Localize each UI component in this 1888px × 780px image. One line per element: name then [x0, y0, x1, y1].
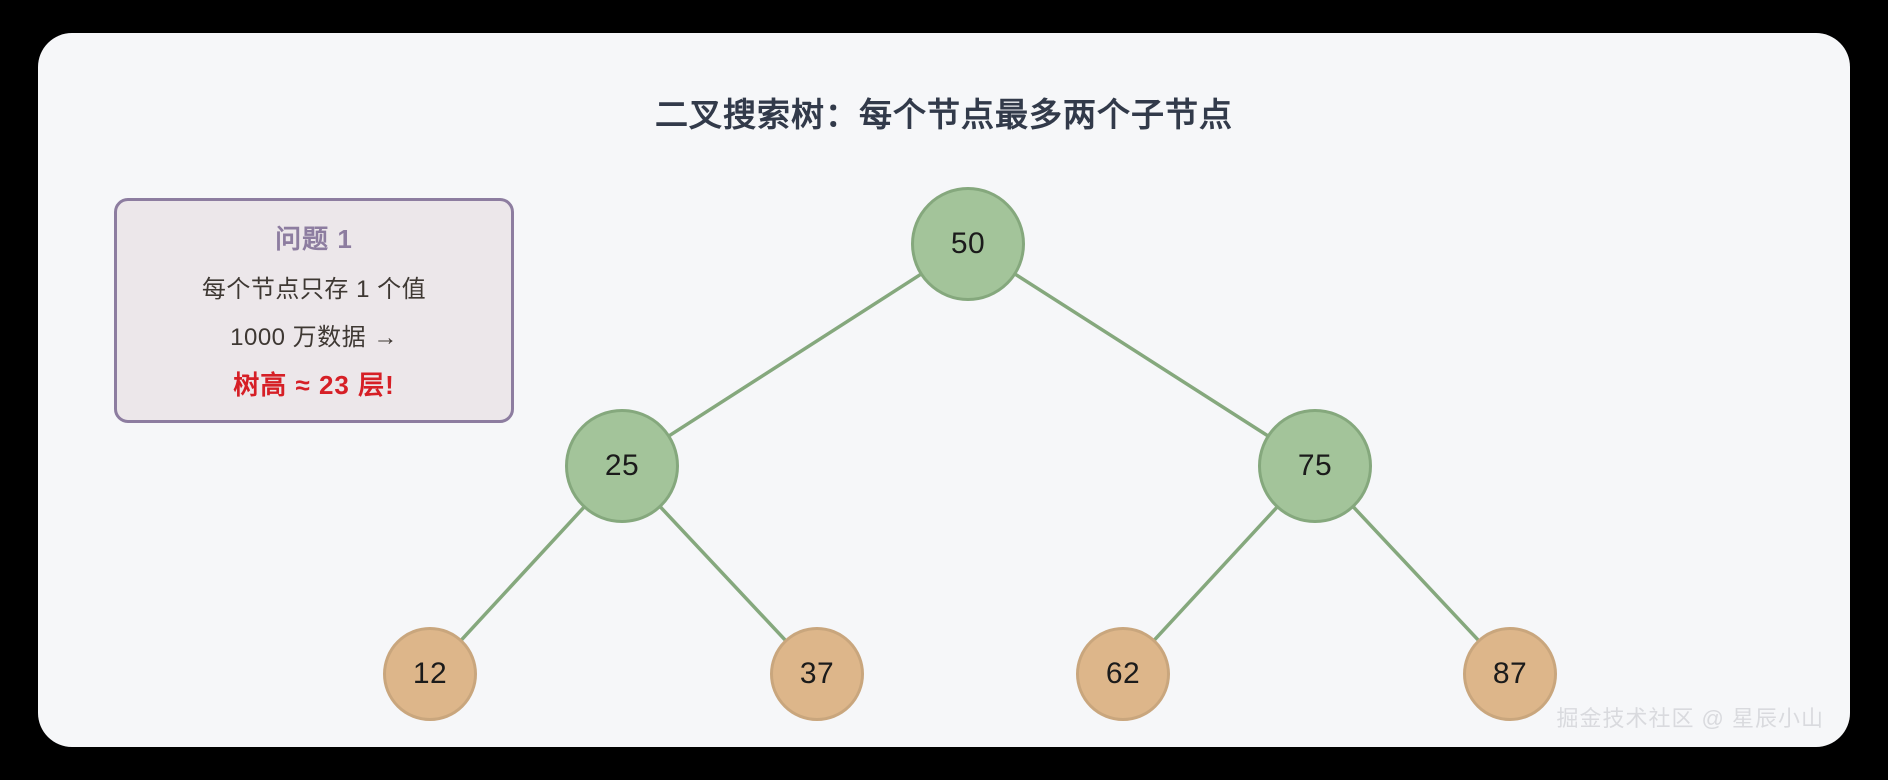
tree-node-87[interactable]: 87 [1463, 627, 1557, 721]
callout-line-2: 1000 万数据 → [230, 324, 398, 351]
tree-edge [657, 504, 788, 643]
tree-node-37[interactable]: 37 [770, 627, 864, 721]
tree-edge [1012, 271, 1271, 439]
tree-node-62[interactable]: 62 [1076, 627, 1170, 721]
tree-node-label: 75 [1297, 449, 1333, 482]
callout-title: 问题 1 [275, 224, 353, 254]
callout-line-1: 每个节点只存 1 个值 [201, 276, 427, 303]
watermark: 掘金技术社区 @ 星辰小山 [1556, 706, 1824, 731]
tree-node-label: 50 [950, 227, 986, 260]
callout-emphasis: 树高 ≈ 23 层! [233, 370, 395, 400]
tree-node-25[interactable]: 25 [565, 409, 679, 523]
tree-node-50[interactable]: 50 [911, 187, 1025, 301]
tree-edge [458, 504, 587, 643]
tree-node-12[interactable]: 12 [383, 627, 477, 721]
callout-box-problem-1: 问题 1 每个节点只存 1 个值 1000 万数据 → 树高 ≈ 23 层! [114, 198, 514, 423]
diagram-card: 二叉搜索树：每个节点最多两个子节点 问题 1 每个节点只存 1 个值 1000 … [38, 33, 1850, 747]
tree-node-label: 25 [604, 449, 640, 482]
tree-node-label: 37 [799, 657, 835, 690]
edge-layer [458, 271, 1481, 643]
tree-node-label: 62 [1105, 657, 1141, 690]
tree-node-label: 87 [1492, 657, 1528, 690]
tree-edge [1350, 504, 1481, 643]
tree-edge [1151, 504, 1280, 643]
tree-node-label: 12 [412, 657, 448, 690]
tree-edges [458, 271, 1481, 643]
tree-edge [666, 271, 924, 439]
page-title: 二叉搜索树：每个节点最多两个子节点 [655, 96, 1233, 133]
tree-node-75[interactable]: 75 [1258, 409, 1372, 523]
